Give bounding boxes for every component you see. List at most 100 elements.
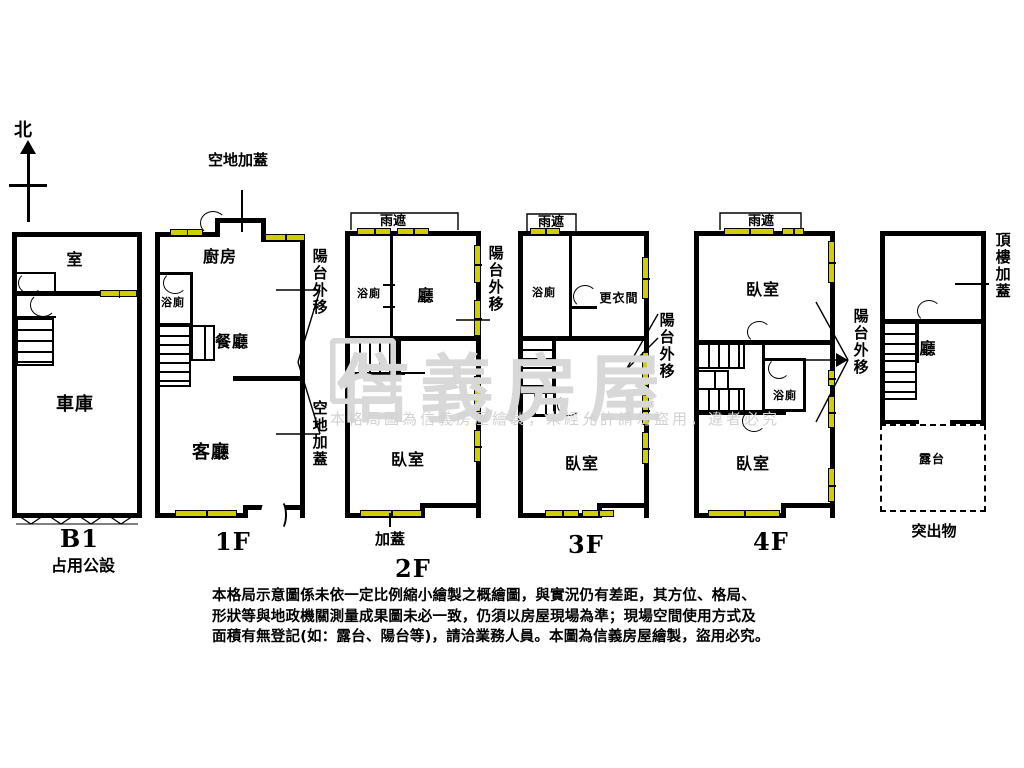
f3-stairs-upper [521,339,554,393]
f1-wall-step-right [261,218,266,240]
f3-stairs-landing [521,392,555,416]
f4-annot-balcony-moved: 陽台外移 [851,308,870,376]
f1-wall-step-left [215,218,220,237]
f4-bedroom-bottom-door [742,410,766,432]
f3-stairs-door [557,394,581,416]
f1-wall-top-step [215,218,265,223]
f3-stairs-wall [553,336,556,416]
rooftop-stairs-wall [916,319,919,363]
disclaimer-text: 本格局示意圖係未依一定比例縮小繪製之概繪圖，與實況仍有差距，其方位、格局、 形狀… [212,586,812,648]
f1-annot-open-land-top: 空地加蓋 [208,152,268,169]
f4-wall-left [694,231,699,518]
f3-door-frame-b [590,336,614,338]
f4-annot-rain-shelter: 雨遮 [747,214,774,229]
floor-label-1f: 1F [215,527,251,556]
f3-window-right-mid [641,352,650,386]
f3-balcony-move-arrows-icon [625,313,659,371]
rooftop-stairs-upper [883,322,917,362]
b1-door-upper [18,272,42,294]
b1-stairs [16,318,54,366]
disclaimer-line-2: 形狀等與地政機關測量成果圖未必一致，仍須以房屋現場為準；現場空間使用方式及 [212,608,756,625]
f3-wall-bottom-right [597,503,649,508]
b1-room-storage: 室 [66,250,84,269]
b1-vestibule-right [54,272,56,292]
f1-annot-open-land-top-text: 空地加蓋 [208,151,269,169]
b1-door-lower [30,293,56,317]
f4-window-right-lower [827,468,836,502]
f4-bath-wall-left [762,358,765,412]
f1-window-top-left [170,228,203,237]
f1-room-dining: 餐廳 [214,332,249,351]
f2-annot-rain-shelter: 雨遮 [379,214,406,229]
f3-door-frame-a [558,336,582,338]
f2-mid-wall [345,336,481,341]
f4-room-bedroom-top: 臥室 [745,280,780,299]
f2-window-right-bottom [473,430,482,462]
f1-room-kitchen: 廚房 [202,247,237,266]
f1-bath-door [163,272,187,294]
f1-window-top-right [265,233,305,242]
floor-sublabel-2f: 加蓋 [374,530,405,548]
f4-stairs-upper [697,343,745,369]
f3-room-bedroom: 臥室 [564,454,599,473]
f2-window-top-right [397,227,429,236]
disclaimer-line-3: 面積有無登記(如：露台、陽台等)，請洽業務人員。本圖為信義房屋繪製，盜用必究。 [212,629,770,646]
f2-bath-door-frame-bottom [383,306,395,308]
f2-wall-bottom-right [420,503,481,508]
f2-room-hall: 廳 [417,286,435,305]
f3-stairs-bottom-wall [518,414,556,417]
f4-stairs-lower [697,388,745,412]
f3-window-bottom-right [582,509,614,518]
f4-window-top-right [782,227,804,236]
rooftop-room-hall: 廳 [919,339,937,358]
rooftop-annot-cover: 頂樓加蓋 [993,232,1012,300]
f3-wardrobe-wall-top [569,306,597,309]
f3-annot-balcony-moved: 陽台外移 [657,312,676,380]
f4-stairs-landing [697,370,729,390]
f4-balcony-move-arrows-icon [806,301,849,423]
rooftop-wall-bottom-left [880,420,919,425]
f3-window-right-bottom [641,432,650,464]
floor-label-b1: B1 [60,524,99,553]
f1-interior-divider [233,376,301,381]
f1-entrance-door-top [200,211,226,235]
b1-wall-left [12,232,17,518]
rooftop-leader [955,283,989,285]
f2-door-frame-b [432,372,454,374]
rooftop-mid-wall [880,319,986,324]
f3-annot-rain-shelter: 雨遮 [537,215,564,230]
rooftop-wall-bottom-right [950,420,986,425]
b1-vestibule-bottom [16,316,56,318]
f3-rain-shelter-bracket-icon [526,213,577,231]
disclaimer-line-1: 本格局示意圖係未依一定比例縮小繪製之概繪圖，與實況仍有差距，其方位、格局、 [212,588,756,604]
f4-mid-wall-lower [694,410,786,415]
f1-bath-wall-bottom [155,323,193,326]
f2-stairs [348,339,398,375]
f4-landing-wall [762,340,765,358]
rooftop-door [917,300,941,322]
f3-bath-divider-upper [569,231,572,309]
f2-wall-bottom-step [420,503,425,518]
f2-window-top-left [357,227,391,236]
f2-window-right-lower [473,376,482,412]
f3-window-bottom-left [545,509,579,518]
f2-rain-shelter-bracket-icon [350,212,459,230]
f1-balcony-move-arrows-icon [276,289,321,435]
f3-wall-top [518,231,649,236]
f2-room-bathroom: 浴廁 [357,287,381,300]
floor-sublabel-rooftop: 突出物 [911,522,957,540]
b1-window-right [100,289,137,298]
rooftop-wall-left [880,231,885,425]
f3-bath-divider-lower [569,306,572,340]
rooftop-wall-top [880,231,986,236]
f2-annot-balcony-moved: 陽台外移 [486,245,505,313]
f3-window-top [530,227,560,236]
f4-window-right-upper [827,241,836,283]
f2-window-right-upper [473,245,482,283]
f3-mid-wall [518,336,645,341]
f3-room-bathroom: 浴廁 [532,286,556,299]
f2-room-bedroom: 臥室 [390,450,425,469]
f1-room-living: 客廳 [192,442,230,463]
floor-label-2f: 2F [395,554,431,583]
